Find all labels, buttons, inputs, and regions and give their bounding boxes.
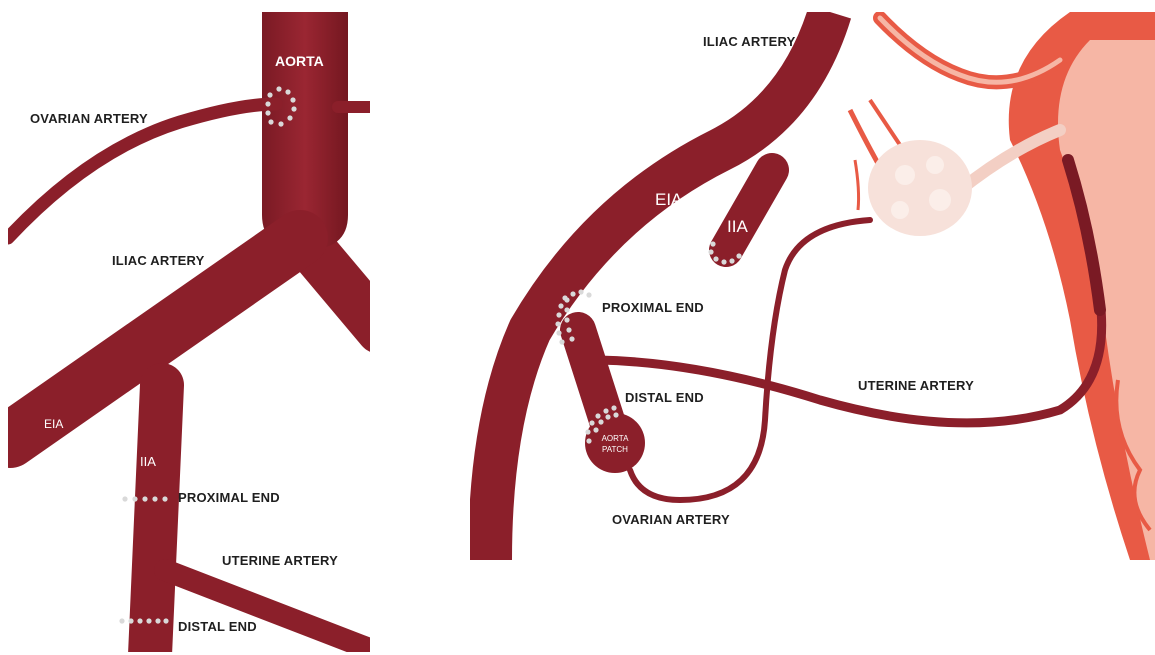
aorta-patch-label-line1: AORTA: [602, 434, 629, 443]
right-iliac-artery-label: ILIAC ARTERY: [703, 34, 796, 49]
right-eia-label: EIA: [655, 190, 683, 209]
left-iia-label: IIA: [140, 454, 156, 469]
right-panel: ILIAC ARTERY EIA IIA PROXIMAL END DISTAL…: [490, 12, 1155, 560]
right-proximal-end-label: PROXIMAL END: [602, 300, 704, 315]
right-uterine-artery-label: UTERINE ARTERY: [858, 378, 974, 393]
iia-vessel: [150, 385, 162, 655]
right-iia-vessel: [726, 170, 772, 250]
left-ovarian-artery-label: OVARIAN ARTERY: [30, 111, 148, 126]
left-proximal-end-label: PROXIMAL END: [178, 490, 280, 505]
right-iia-label: IIA: [727, 217, 748, 236]
right-ovarian-artery-vessel: [630, 220, 870, 500]
uterine-artery-vessel: [165, 570, 372, 650]
left-uterine-artery-label: UTERINE ARTERY: [222, 553, 338, 568]
right-ovarian-artery-label: OVARIAN ARTERY: [612, 512, 730, 527]
left-panel: AORTA OVARIAN ARTERY ILIAC ARTERY EIA II…: [8, 12, 380, 655]
left-distal-end-label: DISTAL END: [178, 619, 257, 634]
uterus-illustration: [850, 12, 1155, 560]
ovary: [868, 140, 972, 236]
right-distal-end-label: DISTAL END: [625, 390, 704, 405]
left-iliac-artery-label: ILIAC ARTERY: [112, 253, 205, 268]
left-aorta-label: AORTA: [275, 53, 324, 69]
left-eia-label: EIA: [44, 417, 63, 431]
aorta-patch-label-line2: PATCH: [602, 445, 628, 454]
